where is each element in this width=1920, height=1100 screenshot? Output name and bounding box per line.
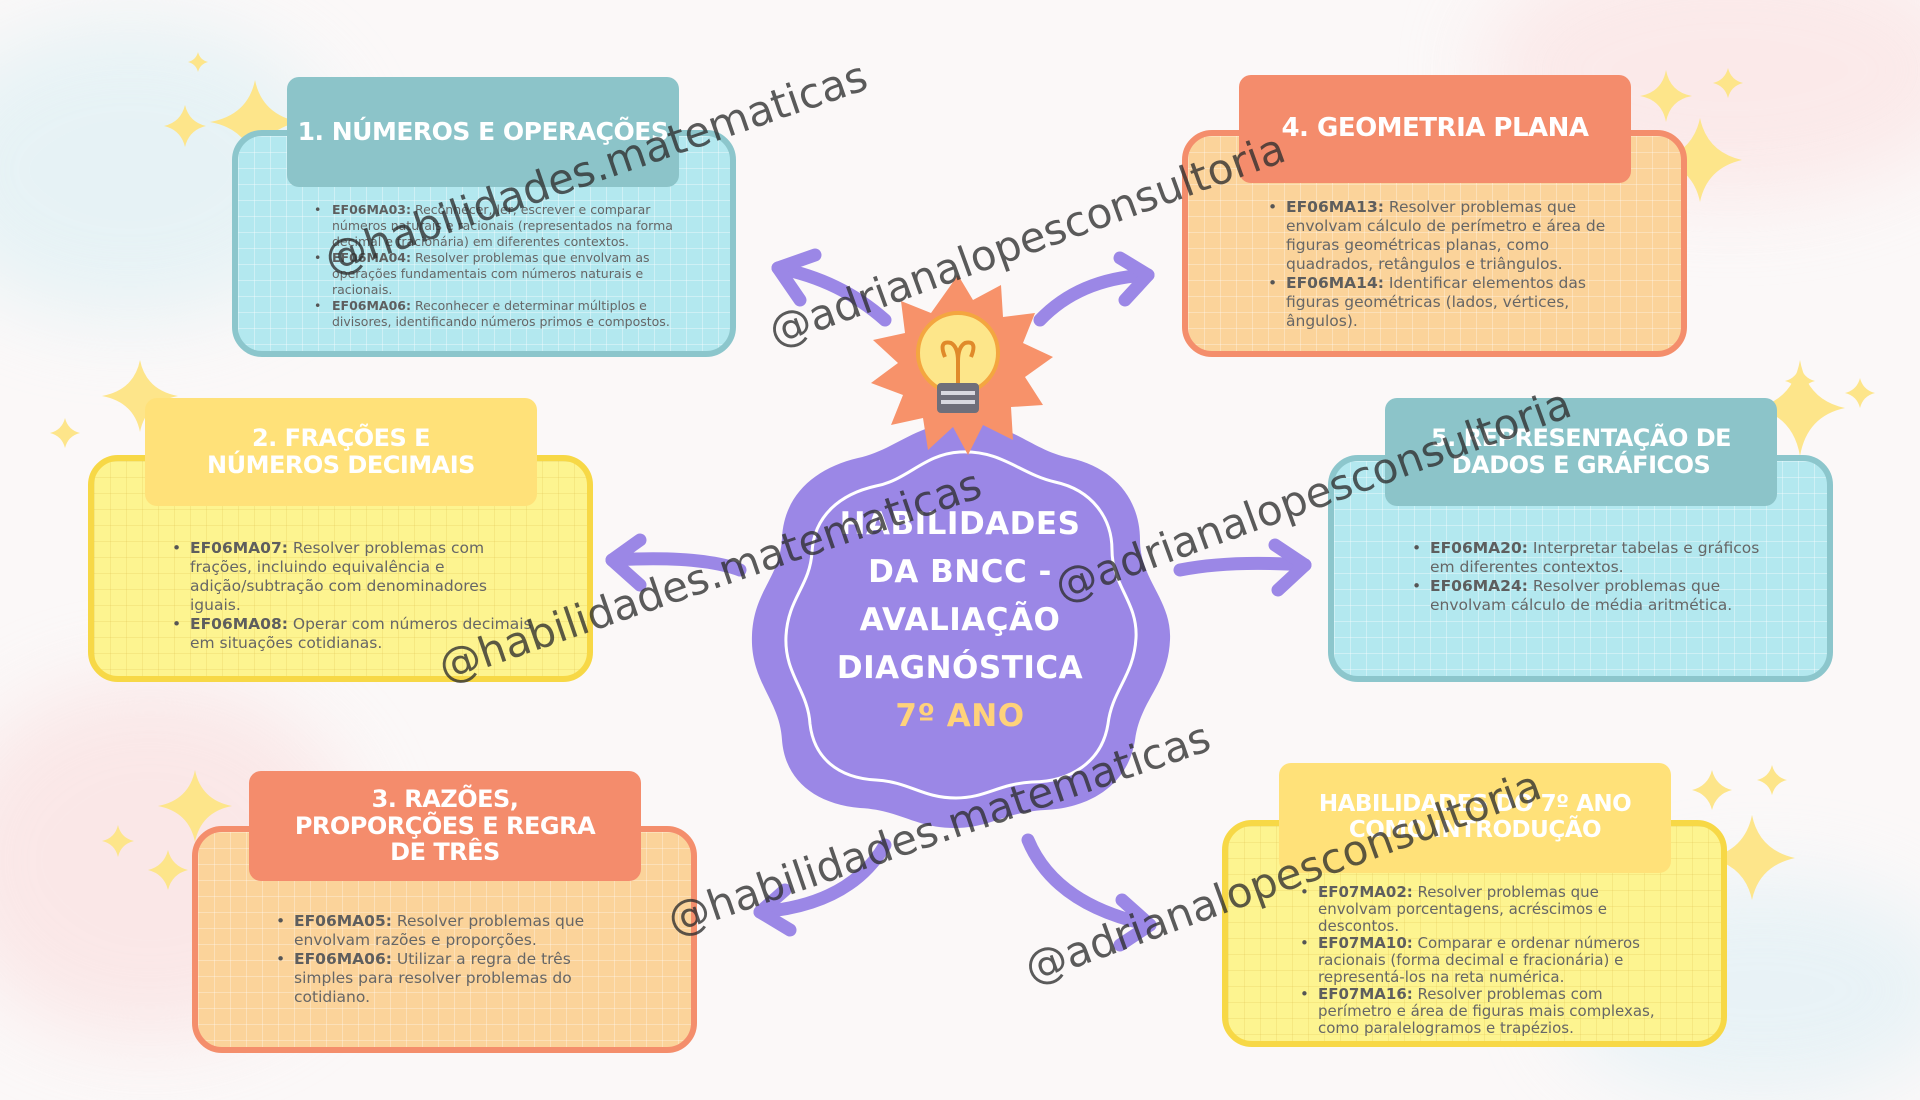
sparkle-star-icon bbox=[102, 360, 178, 432]
sparkle-star-icon bbox=[50, 418, 80, 448]
arrow-to-introducao bbox=[1021, 833, 1157, 932]
sparkle-star-icon bbox=[1845, 378, 1875, 408]
lightbulb-icon bbox=[916, 311, 1000, 413]
sparkle-star-icon bbox=[210, 80, 300, 165]
numeros-operacoes-title: 1. NÚMEROS E OPERAÇÕES bbox=[287, 77, 679, 187]
center-badge bbox=[751, 421, 1171, 828]
geometria-plana-title: 4. GEOMETRIA PLANA bbox=[1239, 75, 1631, 183]
fracoes-skill-list: EF06MA07: Resolver problemas com frações… bbox=[172, 539, 532, 653]
center-subtitle: 7º ANO bbox=[895, 698, 1025, 734]
list-item: EF06MA13: Resolver problemas que envolva… bbox=[1268, 198, 1618, 274]
fracoes-decimais-title: 2. FRAÇÕES E NÚMEROS DECIMAIS bbox=[145, 398, 537, 506]
arrow-to-fracoes bbox=[605, 552, 747, 577]
razoes-proporcoes-title: 3. RAZÕES, PROPORÇÕES E REGRA DE TRÊS bbox=[249, 771, 641, 881]
sparkle-star-icon bbox=[1640, 70, 1692, 122]
sparkle-star-icon bbox=[188, 52, 208, 72]
arrow-to-geometria-head bbox=[1113, 251, 1155, 307]
arrow-to-representacao-head bbox=[1268, 538, 1312, 597]
sparkle-star-icon bbox=[102, 825, 134, 857]
list-item: EF06MA06: Reconhecer e determinar múltip… bbox=[314, 298, 694, 330]
sparkle-star-icon bbox=[1709, 815, 1795, 900]
sparkle-star-icon bbox=[1785, 365, 1815, 397]
arrow-to-fracoes-head bbox=[605, 533, 647, 592]
list-item: EF07MA10: Comparar e ordenar números rac… bbox=[1300, 935, 1670, 986]
list-item: EF06MA07: Resolver problemas com frações… bbox=[172, 539, 532, 615]
center-title-line: DA BNCC - bbox=[868, 554, 1052, 590]
list-item: EF06MA14: Identificar elementos das figu… bbox=[1268, 274, 1618, 331]
list-item: EF06MA04: Resolver problemas que envolva… bbox=[314, 250, 694, 298]
center-title: HABILIDADES DA BNCC - AVALIAÇÃO DIAGNÓST… bbox=[790, 500, 1130, 740]
list-item: EF07MA16: Resolver problemas com perímet… bbox=[1300, 986, 1670, 1037]
sparkle-star-icon bbox=[148, 850, 188, 890]
introducao-skill-list: EF07MA02: Resolver problemas que envolva… bbox=[1300, 884, 1670, 1037]
center-title-line: HABILIDADES bbox=[839, 506, 1081, 542]
center-title-line: DIAGNÓSTICA bbox=[836, 650, 1084, 686]
arrow-to-numeros-head bbox=[771, 248, 822, 307]
list-item: EF06MA03: Reconhecer, ler, escrever e co… bbox=[314, 202, 694, 250]
arrow-to-numeros bbox=[771, 261, 892, 327]
list-item: EF06MA05: Resolver problemas que envolva… bbox=[276, 912, 596, 950]
arrow-to-razoes bbox=[753, 838, 892, 919]
numeros-skill-list: EF06MA03: Reconhecer, ler, escrever e co… bbox=[314, 202, 694, 330]
list-item: EF06MA08: Operar com números decimais em… bbox=[172, 615, 532, 653]
habilidades-7-ano-title: HABILIDADES DO 7º ANO COMO INTRODUÇÃO bbox=[1279, 763, 1671, 873]
razoes-skill-list: EF06MA05: Resolver problemas que envolva… bbox=[276, 912, 596, 1007]
list-item: EF07MA02: Resolver problemas que envolva… bbox=[1300, 884, 1670, 935]
lightbulb-badge bbox=[871, 275, 1053, 455]
sparkle-star-icon bbox=[158, 770, 232, 842]
sparkle-star-icon bbox=[1713, 68, 1743, 98]
sparkle-star-icon bbox=[164, 105, 206, 147]
arrow-to-geometria bbox=[1033, 268, 1155, 327]
list-item: EF06MA20: Interpretar tabelas e gráficos… bbox=[1412, 539, 1777, 577]
arrow-to-representacao bbox=[1173, 556, 1312, 577]
list-item: EF06MA24: Resolver problemas que envolva… bbox=[1412, 577, 1777, 615]
arrow-to-razoes-head bbox=[753, 883, 797, 937]
center-badge-outline bbox=[784, 450, 1138, 800]
sparkle-star-icon bbox=[1658, 118, 1742, 202]
center-title-line: AVALIAÇÃO bbox=[859, 602, 1061, 638]
representacao-dados-title: 5. REPRESENTAÇÃO DE DADOS E GRÁFICOS bbox=[1385, 398, 1777, 506]
sparkle-star-icon bbox=[1692, 770, 1732, 810]
representacao-skill-list: EF06MA20: Interpretar tabelas e gráficos… bbox=[1412, 539, 1777, 615]
geometria-skill-list: EF06MA13: Resolver problemas que envolva… bbox=[1268, 198, 1618, 331]
sparkle-star-icon bbox=[1755, 360, 1845, 456]
arrow-to-introducao-head bbox=[1113, 893, 1157, 952]
center-badge-shape bbox=[751, 421, 1171, 828]
list-item: EF06MA06: Utilizar a regra de três simpl… bbox=[276, 950, 596, 1007]
sparkle-star-icon bbox=[1757, 765, 1787, 795]
